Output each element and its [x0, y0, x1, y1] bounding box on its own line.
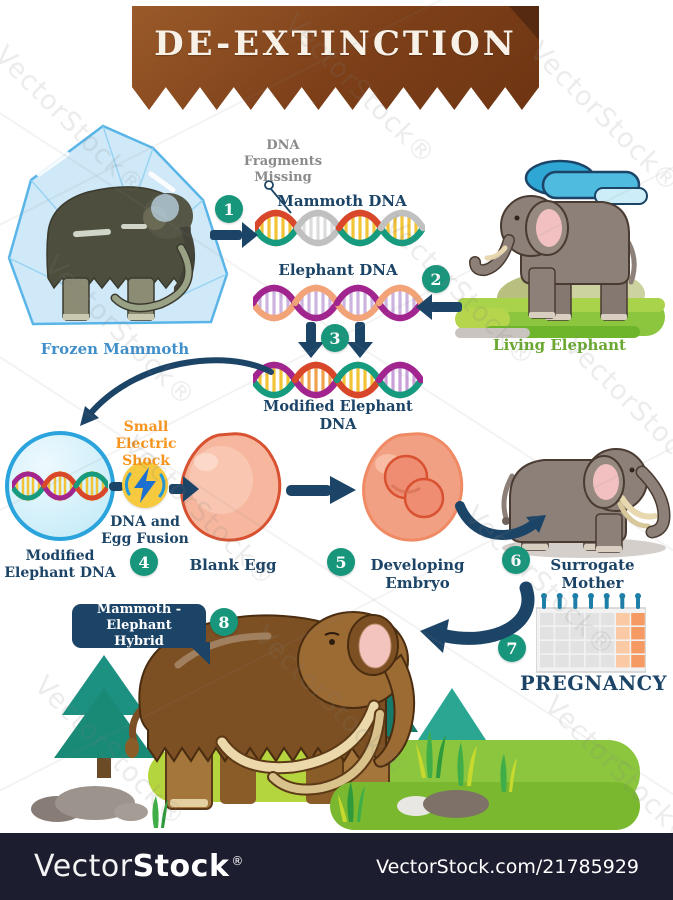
arrow-right-step1-icon: [210, 222, 258, 248]
developing-embryo-label: Developing Embryo: [370, 556, 465, 593]
elephant-ear: [536, 209, 562, 247]
mammoth-tusk-back: [269, 710, 384, 794]
calendar-grid: [540, 613, 645, 668]
mammoth-silhouette: [46, 186, 196, 321]
mammoth-dna-label: Mammoth DNA: [277, 192, 407, 210]
blank-egg-label: Blank Egg: [189, 556, 277, 574]
elephant-eye: [629, 467, 635, 473]
surrogate-mother-label: Surrogate Mother: [550, 556, 635, 593]
modified-dna-cell: [5, 431, 115, 541]
elephant-dna-helix: [253, 284, 423, 322]
living-elephant-illustration: [455, 159, 665, 338]
elephant-trunk: [637, 467, 670, 537]
annotation-pointer-icon: [264, 180, 292, 214]
rock: [423, 790, 489, 818]
dna-egg-fusion-label: DNA and Egg Fusion: [101, 514, 189, 548]
elephant-eye: [514, 215, 520, 221]
arrow-embryo-to-mother-icon: [455, 501, 546, 540]
arrow-left-step2-icon: [416, 294, 462, 320]
arrow-down-right-icon: [347, 322, 373, 358]
pregnancy-calendar-icon: [536, 593, 646, 673]
step-2-number: 2: [430, 269, 442, 289]
step-5-number: 5: [335, 552, 347, 572]
footer-bar: VectorStock® VectorStock.com/21785929: [0, 833, 673, 900]
step-4-number: 4: [138, 552, 150, 572]
page-title: DE-EXTINCTION: [154, 24, 517, 64]
modified-dna-cell-label: Modified Elephant DNA: [4, 548, 116, 582]
arrow-shock-to-egg-icon: [169, 476, 199, 502]
elephant-tail: [501, 473, 515, 521]
arrow-down-left-icon: [298, 322, 324, 358]
step-1-number: 1: [223, 199, 235, 219]
frozen-mammoth-label: Frozen Mammoth: [40, 340, 190, 358]
mammoth-ear: [358, 623, 392, 669]
step-5-badge: 5: [327, 548, 355, 576]
calendar-pins: [541, 593, 641, 609]
cell-dna-helix: [12, 470, 108, 502]
elephant: [469, 195, 637, 321]
mammoth-dna-helix: [255, 209, 425, 247]
image-url: VectorStock.com/21785929: [376, 855, 639, 878]
mammoth-eye: [329, 639, 335, 645]
arrow-egg-to-embryo-icon: [286, 476, 356, 504]
mammoth-trunk: [372, 653, 416, 768]
connector-stub: [109, 482, 124, 491]
frozen-mammoth-illustration: [7, 124, 229, 326]
small-electric-shock-label: Small Electric Shock: [115, 419, 177, 470]
registered-mark: ®: [231, 854, 244, 868]
step-2-badge: 2: [422, 265, 450, 293]
arrow-pregnancy-to-hybrid-icon: [420, 581, 535, 653]
hybrid-mammoth-scene: [31, 611, 640, 830]
brand-light: Vector: [34, 849, 133, 884]
pregnancy-label: PREGNANCY: [520, 672, 668, 695]
step-3-badge: 3: [321, 324, 349, 352]
title-ribbon: DE-EXTINCTION: [132, 6, 539, 110]
modified-dna-helix: [253, 361, 423, 399]
step-7-number: 7: [506, 638, 518, 658]
mammoth-tusk-front: [217, 701, 379, 773]
modified-dna-label: Modified Elephant DNA: [263, 398, 413, 433]
blank-egg-illustration: [180, 432, 282, 542]
rock: [114, 803, 148, 821]
step-8-number: 8: [218, 612, 230, 632]
step-8-badge: 8: [210, 608, 238, 636]
embryo-cell-2: [403, 477, 445, 519]
developing-embryo-illustration: [362, 432, 464, 542]
step-6-number: 6: [510, 550, 522, 570]
elephant-tusk: [484, 245, 508, 261]
step-4-badge: 4: [130, 548, 158, 576]
cloud-icon: [524, 159, 648, 205]
step-6-badge: 6: [502, 546, 530, 574]
grass-tufts: [152, 730, 517, 828]
ice-glints: [36, 151, 176, 193]
hybrid-label: Mammoth - Elephant Hybrid: [96, 601, 182, 650]
hybrid-mammoth: [125, 611, 416, 810]
brand-bold: Stock: [132, 849, 230, 884]
vectorstock-logo: VectorStock®: [34, 849, 244, 884]
lightning-bolt-icon: [124, 467, 166, 503]
electric-shock-icon: [122, 462, 168, 508]
living-elephant-label: Living Elephant: [493, 336, 626, 354]
mammoth-tusk: [112, 245, 192, 311]
step-1-badge: 1: [215, 195, 243, 223]
elephant-ear: [593, 464, 619, 500]
step-3-number: 3: [329, 328, 341, 348]
elephant-dna-label: Elephant DNA: [278, 261, 398, 279]
dna-fragments-missing-label: DNA Fragments Missing: [243, 138, 323, 185]
hybrid-speech-bubble: Mammoth - Elephant Hybrid: [72, 601, 206, 650]
elephant-tusk: [619, 495, 658, 520]
arrow-curve-to-cell-icon: [80, 357, 274, 426]
